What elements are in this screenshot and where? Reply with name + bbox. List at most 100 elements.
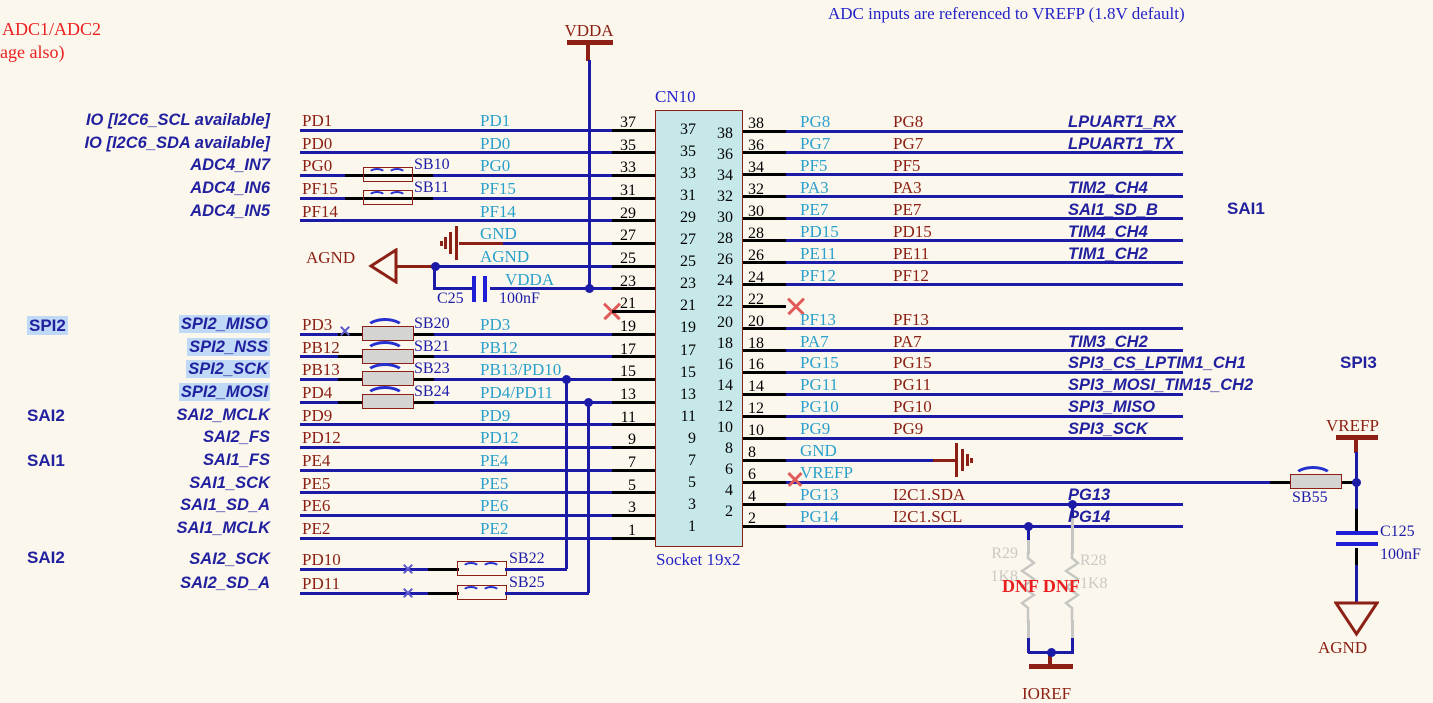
pin-number: 35 [620, 136, 636, 154]
pin-number-inner: 36 [717, 146, 733, 163]
bridge-arc [462, 562, 480, 574]
ioref-power-stem [1048, 652, 1052, 665]
pin-net-label: PF12 [800, 265, 836, 285]
pin-number: 6 [748, 466, 756, 484]
signal-label: TIM1_CH2 [1068, 244, 1148, 263]
pin-number-inner: 34 [717, 167, 733, 184]
net-label: PE5 [302, 473, 331, 493]
bridge-label: SB20 [414, 315, 450, 333]
pin-net-label: PD4/PD11 [480, 383, 554, 403]
signal-label: SPI2_SCK [0, 360, 270, 379]
bridge-arc [365, 340, 405, 363]
pin-number-inner: 9 [688, 429, 696, 447]
pin-stub [612, 332, 655, 336]
signal-label: SAI1_SCK [189, 473, 270, 492]
pin-stub [743, 173, 786, 177]
net-label: PE11 [893, 243, 930, 263]
pin-number: 38 [748, 115, 764, 132]
pin-net-label: PB13/PD10 [480, 360, 562, 380]
junction-dot [1023, 521, 1033, 531]
no-connect-x-icon [402, 563, 414, 575]
pin-net-label: PF13 [800, 309, 836, 329]
pin-number-inner: 14 [717, 377, 733, 394]
pin-net-label: PG7 [800, 133, 831, 153]
pin-net-label: PF15 [480, 179, 516, 198]
pin-number-inner: 7 [688, 451, 696, 469]
wire-segment [1354, 482, 1358, 510]
pin-number-inner: 8 [725, 440, 733, 457]
pin-number-inner: 17 [680, 341, 696, 359]
vrefp-power-bar [1336, 434, 1378, 440]
wire-segment [1354, 452, 1358, 483]
wire-segment [786, 458, 933, 462]
pin-stub [612, 445, 655, 449]
pin-stub [612, 196, 655, 200]
pin-number-inner: 15 [680, 363, 696, 381]
vdda-power-stem [586, 44, 590, 61]
net-label: PD4 [302, 383, 333, 403]
wire-segment [300, 423, 612, 427]
pin-stub [743, 480, 786, 484]
pin-number-inner: 10 [717, 419, 733, 436]
wire-segment [786, 349, 1183, 352]
solder-bridge-sb11 [363, 190, 413, 205]
title-truncated: age also) [0, 42, 65, 62]
vrefp-power-label: VREFP [1326, 416, 1379, 435]
solder-bridge-sb24 [362, 386, 414, 410]
net-label: PD15 [893, 221, 932, 241]
net-label: PF12 [893, 265, 929, 285]
pin-number-inner: 37 [680, 121, 696, 138]
signal-label: SPI2_NSS [187, 337, 270, 356]
pin-net-label: PD15 [800, 221, 839, 241]
pin-stub [743, 414, 786, 418]
wire-segment [786, 392, 1183, 396]
wire-segment [300, 567, 428, 571]
pin-stub [612, 377, 655, 381]
net-label: PF5 [893, 155, 921, 175]
pin-number: 4 [748, 488, 756, 506]
ioref-power-label: IOREF [1022, 684, 1072, 703]
junction-dot [583, 397, 593, 407]
pin-number: 31 [620, 182, 636, 199]
wire-segment [933, 458, 955, 462]
wire-segment [300, 377, 612, 381]
ioref-power-bar [1029, 663, 1073, 669]
signal-label: SPI2_MOSI [178, 383, 270, 402]
wire-segment [786, 217, 1183, 221]
pin-stub [743, 305, 786, 309]
wire-segment [503, 241, 612, 245]
solder-bridge-sb55 [1290, 466, 1342, 490]
pin-net-label: PE4 [480, 451, 509, 471]
pin-net-label: PD9 [480, 405, 511, 425]
wire-segment [300, 332, 612, 336]
net-label: I2C1.SCL [893, 507, 963, 527]
signal-label: PG14 [1068, 508, 1111, 527]
pin-net-label: VREFP [800, 463, 853, 483]
solder-bridge-sb21 [362, 340, 414, 364]
pin-stub [612, 128, 655, 132]
pin-number: 17 [620, 340, 636, 358]
pin-number-inner: 27 [680, 231, 696, 249]
cap-c125-value: 100nF [1380, 546, 1421, 563]
signal-label: SAI1_SD_A [180, 496, 270, 515]
pin-number: 28 [748, 224, 764, 242]
wire-segment [432, 266, 436, 290]
pin-net-label: PG11 [800, 375, 839, 395]
vdda-power-label: VDDA [564, 21, 614, 40]
bridge-label: SB23 [414, 360, 450, 378]
bridge-arc [368, 191, 386, 203]
wire-segment [1026, 526, 1030, 543]
pin-number-inner: 31 [680, 187, 696, 205]
signal-label: ADC4_IN5 [190, 201, 270, 220]
wire-segment [505, 567, 567, 571]
pin-number: 8 [748, 444, 756, 462]
resistor-r28 [1063, 552, 1081, 622]
signal-label: TIM2_CH4 [1068, 178, 1148, 197]
net-label: PD0 [302, 133, 333, 153]
agnd-left-label: AGND [306, 248, 356, 267]
pin-net-label: PE6 [480, 496, 509, 516]
wire-segment [786, 370, 1183, 374]
wire-segment [1354, 548, 1358, 565]
wire-segment [300, 355, 612, 359]
pin-stub [743, 392, 786, 396]
